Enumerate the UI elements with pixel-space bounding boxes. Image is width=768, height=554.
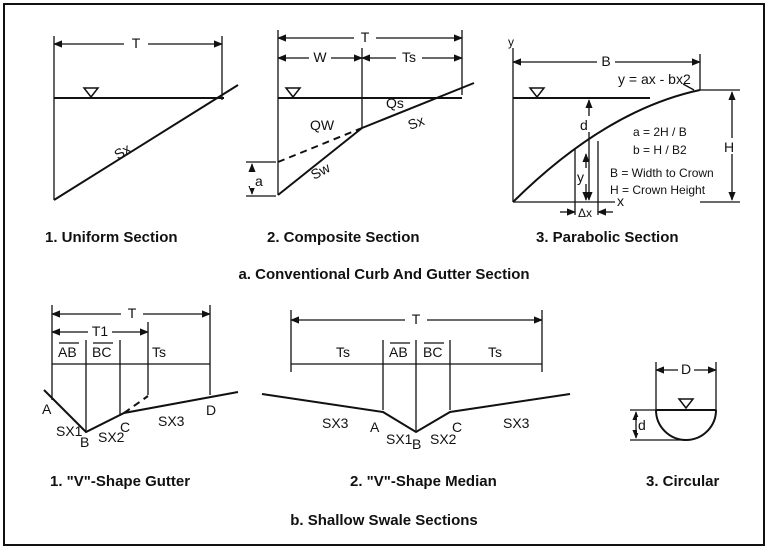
- v-median-BC-label: BC: [423, 344, 442, 360]
- parabola-curve: [512, 89, 701, 203]
- uniform-T-label: T: [132, 35, 141, 51]
- figure-border: [3, 3, 765, 546]
- composite-T-label: T: [361, 29, 370, 45]
- parabolic-dx-label: Δx: [578, 206, 592, 220]
- circular-caption: 3. Circular: [646, 473, 720, 490]
- v-gutter-C: C: [120, 419, 130, 435]
- uniform-caption: 1. Uniform Section: [45, 229, 178, 246]
- v-gutter-profile: [43, 389, 239, 434]
- v-median-C: C: [452, 419, 462, 435]
- composite-Sw-label: Sw: [308, 159, 333, 183]
- composite-section: T W Ts QW Qs Sx Sw a 2. Composite Sectio…: [246, 29, 475, 246]
- v-gutter-BC-label: BC: [92, 344, 111, 360]
- parabolic-def-a: a = 2H / B: [633, 125, 687, 139]
- circular-d-label: d: [638, 417, 646, 433]
- composite-a-label: a: [255, 173, 263, 189]
- composite-W-label: W: [313, 49, 327, 65]
- v-median-Sx2: SX2: [430, 431, 457, 447]
- v-gutter-Sx3: SX3: [158, 413, 185, 429]
- v-median-Ts-right: Ts: [488, 344, 502, 360]
- v-gutter-T1-label: T1: [92, 323, 109, 339]
- v-gutter-T-label: T: [128, 305, 137, 321]
- v-gutter-AB-label: AB: [58, 344, 77, 360]
- v-median-profile: [261, 393, 571, 434]
- composite-Qw-label: QW: [310, 117, 335, 133]
- parabolic-x-axis-label: x: [617, 193, 624, 209]
- parabolic-caption: 3. Parabolic Section: [536, 229, 679, 246]
- uniform-section: T Sx 1. Uniform Section: [45, 35, 239, 246]
- v-gutter-dashed: [123, 395, 149, 414]
- parabolic-def-B: B = Width to Crown: [610, 166, 714, 180]
- circular-section: D d 3. Circular: [630, 361, 720, 490]
- v-median-Ts-left: Ts: [336, 344, 350, 360]
- parabolic-y-label: y: [577, 169, 584, 185]
- parabolic-def-b: b = H / B2: [633, 143, 687, 157]
- section-b-caption: b. Shallow Swale Sections: [290, 512, 478, 529]
- v-median-Sx3-right: SX3: [503, 415, 530, 431]
- v-median-caption: 2. "V"-Shape Median: [350, 473, 497, 490]
- road-slope-line: [361, 82, 475, 129]
- v-median-AB-label: AB: [389, 344, 408, 360]
- parabolic-y-axis-label: y: [508, 35, 514, 49]
- parabolic-B-label: B: [601, 53, 610, 69]
- parabolic-d-label: d: [580, 117, 588, 133]
- v-gutter-Sx2: SX2: [98, 429, 125, 445]
- v-median-T-label: T: [412, 311, 421, 327]
- parabolic-section: y x B y = ax - bx2 H d y Δx a = 2H / B b…: [508, 35, 740, 246]
- composite-Qs-label: Qs: [386, 95, 404, 111]
- v-shape-median: T Ts AB BC Ts SX3 A SX1 B SX2 C SX3 2. "…: [261, 310, 571, 490]
- v-gutter-Ts-label: Ts: [152, 344, 166, 360]
- parabolic-def-H: H = Crown Height: [610, 183, 706, 197]
- section-a-caption: a. Conventional Curb And Gutter Section: [238, 266, 529, 283]
- composite-Sx-label: Sx: [406, 112, 427, 133]
- v-shape-gutter: T T1 AB BC Ts A B C D SX1 SX2 SX3 1. "V"…: [42, 305, 239, 490]
- water-level-icon: [82, 87, 100, 99]
- v-gutter-D: D: [206, 402, 216, 418]
- parabolic-equation: y = ax - bx2: [618, 71, 691, 87]
- v-median-B: B: [412, 436, 421, 452]
- circular-channel: [655, 409, 717, 441]
- circular-D-label: D: [681, 361, 691, 377]
- v-median-Sx3-left: SX3: [322, 415, 349, 431]
- v-median-Sx1: SX1: [386, 431, 413, 447]
- composite-caption: 2. Composite Section: [267, 229, 420, 246]
- water-level-icon: [677, 398, 695, 410]
- extended-slope-dashed: [277, 127, 363, 163]
- parabolic-H-label: H: [724, 139, 734, 155]
- v-gutter-A: A: [42, 401, 52, 417]
- v-gutter-caption: 1. "V"-Shape Gutter: [50, 473, 190, 490]
- v-gutter-B: B: [80, 434, 89, 450]
- v-gutter-Sx1: SX1: [56, 423, 83, 439]
- uniform-Sx-label: Sx: [111, 140, 133, 162]
- gutter-slope-line: [277, 127, 363, 196]
- v-median-A: A: [370, 419, 380, 435]
- water-level-icon: [284, 87, 302, 99]
- composite-Ts-label: Ts: [402, 49, 416, 65]
- cross-slope-line: [53, 84, 239, 201]
- water-level-icon: [528, 87, 546, 99]
